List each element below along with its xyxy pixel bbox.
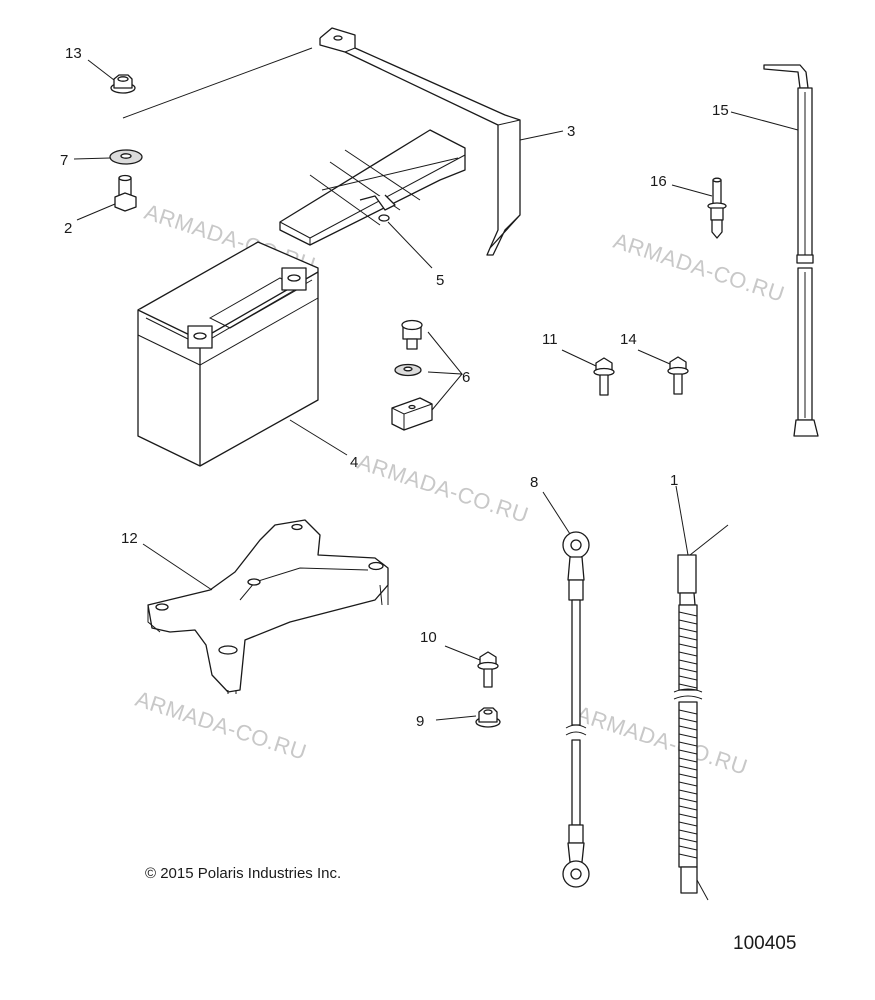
part-5-battery-pad [279,129,466,246]
callout-3: 3 [567,123,575,140]
callout-15: 15 [712,102,729,119]
callout-11: 11 [542,331,558,348]
copyright-notice: © 2015 Polaris Industries Inc. [145,865,342,882]
part-16-pin-fastener [707,177,727,239]
callout-6: 6 [462,369,470,386]
callout-2: 2 [64,220,72,237]
part-10-flange-bolt [477,651,499,688]
part-12-mounting-bracket [147,519,389,694]
part-6-bolt-washer-nut-kit [391,319,433,431]
part-7-lock-washer [109,149,143,165]
callout-4: 4 [350,454,358,471]
part-13-flange-nut [110,74,136,94]
callout-10: 10 [420,629,437,646]
callout-5: 5 [436,272,444,289]
callout-14: 14 [620,331,637,348]
part-4-battery [137,241,319,467]
callout-8: 8 [530,474,538,491]
callout-7: 7 [60,152,68,169]
watermark: ARMADA-CO.RU [573,701,750,780]
callout-16: 16 [650,173,667,190]
callout-1: 1 [670,472,678,489]
figure-number: 100405 [733,933,797,954]
part-2-bolt [114,174,137,212]
callout-9: 9 [416,713,424,730]
watermark: ARMADA-CO.RU [132,686,309,765]
part-8-ground-cable [562,531,590,888]
watermark: ARMADA-CO.RU [610,228,787,307]
part-9-flange-nut [475,707,501,728]
callout-13: 13 [65,45,82,62]
watermark: ARMADA-CO.RU [354,449,531,528]
part-15-vent-rod [763,64,819,437]
callout-12: 12 [121,530,138,547]
part-11-flange-bolt [593,357,615,396]
part-14-flange-bolt [667,356,689,395]
part-1-wire-harness [673,524,729,901]
